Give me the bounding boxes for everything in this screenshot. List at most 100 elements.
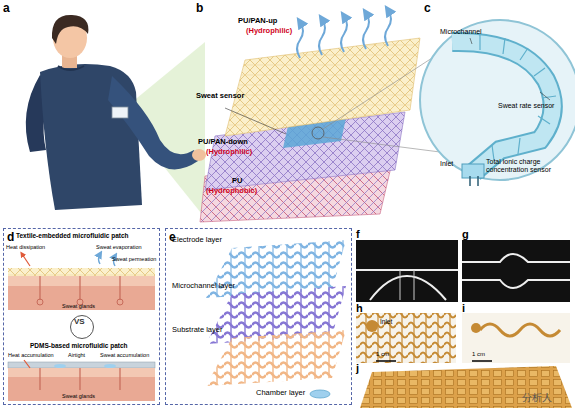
- property-label: (Hydrophobic): [206, 187, 257, 195]
- part-label: Total ionic charge concentration sensor: [486, 158, 566, 173]
- path-shape: [341, 16, 347, 52]
- path-shape: [480, 324, 560, 336]
- panel-letter: a: [3, 2, 10, 15]
- panel-heading: PDMS-based microfluidic patch: [30, 342, 128, 349]
- polygon-shape: [206, 330, 346, 386]
- layer-label: Chamber layer: [256, 389, 305, 397]
- annotation: Sweat evaporation: [96, 244, 142, 250]
- path-shape: [385, 10, 391, 46]
- path-shape: [470, 176, 478, 186]
- circle-shape: [117, 299, 123, 305]
- path-shape: [99, 254, 101, 264]
- line-shape: [470, 38, 472, 44]
- layer-label: PU/PAN-down: [198, 138, 248, 146]
- panel-letter: b: [196, 2, 203, 15]
- panel-letter: i: [462, 302, 465, 314]
- panel-letter: j: [356, 362, 359, 374]
- circle-shape: [312, 127, 324, 139]
- line-shape: [225, 108, 286, 134]
- rect-shape: [462, 313, 570, 363]
- path-shape: [40, 64, 142, 210]
- microchannel-zoom: [420, 20, 575, 186]
- layer-label: Substrate layer: [172, 326, 222, 334]
- path-shape: [400, 270, 414, 300]
- rect-shape: [462, 164, 484, 178]
- property-label: (Hydrophilic): [246, 27, 292, 35]
- panel-letter: d: [7, 230, 14, 244]
- part-label: Sweat sensor: [196, 92, 244, 100]
- device-photos: [356, 240, 572, 408]
- scale-label: 1 cm: [472, 351, 485, 358]
- ellipse-shape: [192, 149, 206, 161]
- polygon-shape: [360, 366, 572, 408]
- line-shape: [323, 137, 440, 152]
- rect-shape: [112, 107, 128, 118]
- panel-heading: Textile-embedded microfluidic patch: [16, 232, 129, 239]
- path-shape: [40, 276, 120, 300]
- panel-letter: g: [462, 228, 469, 240]
- panel-box: e: [165, 228, 352, 405]
- line-shape: [540, 92, 550, 100]
- panel-letter: f: [356, 228, 360, 240]
- polygon-shape: [225, 38, 420, 136]
- path-shape: [480, 34, 556, 160]
- property-label: (Hydrophilic): [206, 148, 252, 156]
- rect-shape: [8, 268, 155, 276]
- runner-illustration: [26, 15, 206, 218]
- rect-shape: [462, 240, 570, 302]
- rect-shape: [8, 276, 155, 286]
- circle-shape: [420, 20, 575, 180]
- exploded-layers: [206, 240, 346, 398]
- panel-letter: e: [169, 230, 176, 244]
- path-shape: [319, 19, 325, 55]
- watermark: 分析人: [522, 392, 552, 403]
- path-shape: [462, 254, 570, 288]
- line-shape: [323, 58, 432, 129]
- annotation: Heat accumulation: [8, 352, 54, 358]
- panel-letter: c: [424, 2, 431, 15]
- panel-box: dVS: [3, 228, 160, 405]
- layer-label: Electrode layer: [172, 236, 222, 244]
- path-shape: [363, 13, 369, 49]
- path-shape: [297, 22, 303, 58]
- part-label: Microchannel: [440, 28, 482, 36]
- annotation: Sweat glands: [62, 393, 95, 399]
- textile-layers: [200, 10, 440, 222]
- path-shape: [22, 254, 30, 266]
- annotation: Airtight: [68, 352, 85, 358]
- part-label: Inlet: [440, 160, 453, 168]
- layer-label: PU/PAN-up: [238, 17, 277, 25]
- rect-shape: [356, 240, 458, 302]
- path-shape: [370, 276, 446, 300]
- path-shape: [24, 360, 30, 368]
- layer-label: Microchannel layer: [172, 282, 235, 290]
- versus-circle: VS: [70, 315, 94, 339]
- line-shape: [376, 360, 396, 362]
- annotation: Heat dissipation: [6, 244, 45, 250]
- ellipse-shape: [54, 364, 66, 368]
- annotation: Sweat permeation: [112, 256, 156, 262]
- versus-text: VS: [74, 317, 85, 326]
- annotation: Sweat accumulation: [100, 352, 149, 358]
- rect-shape: [8, 377, 155, 401]
- circle-shape: [366, 320, 378, 332]
- circle-shape: [37, 299, 43, 305]
- part-label: Inlet: [380, 318, 392, 325]
- annotation: Sweat glands: [62, 303, 95, 309]
- path-shape: [108, 76, 198, 169]
- line-shape: [472, 360, 492, 362]
- ellipse-shape: [310, 390, 330, 398]
- rect-shape: [356, 313, 456, 363]
- circle-shape: [471, 323, 481, 333]
- ellipse-shape: [104, 364, 116, 368]
- rect-shape: [8, 368, 155, 377]
- skin-comparison: [8, 254, 155, 401]
- panel-letter: h: [356, 302, 363, 314]
- path-shape: [40, 368, 120, 390]
- scale-label: 1 cm: [376, 351, 389, 358]
- rect-shape: [8, 286, 155, 310]
- path-shape: [52, 15, 88, 44]
- path-shape: [356, 269, 458, 271]
